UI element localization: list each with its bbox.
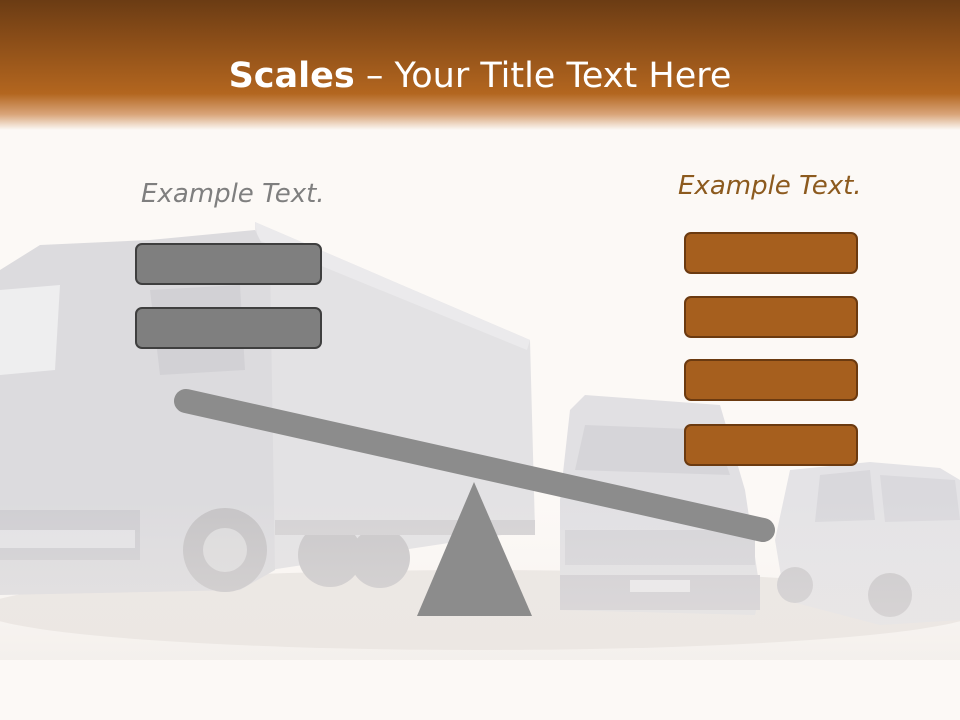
left-text-box-1 (135, 243, 322, 285)
slide-title: Scales – Your Title Text Here (0, 54, 960, 98)
right-text-box-4 (684, 424, 858, 466)
scale-beam (174, 389, 775, 542)
left-text-box-2 (135, 307, 322, 349)
right-text-box-2 (684, 296, 858, 338)
title-bar (0, 0, 960, 130)
left-caption: Example Text. (141, 179, 325, 209)
right-text-box-3 (684, 359, 858, 401)
title-bold: Scales (228, 56, 355, 96)
right-caption: Example Text. (678, 171, 862, 201)
scale-fulcrum (417, 482, 532, 616)
title-rest: – Your Title Text Here (354, 56, 732, 96)
right-text-box-1 (684, 232, 858, 274)
